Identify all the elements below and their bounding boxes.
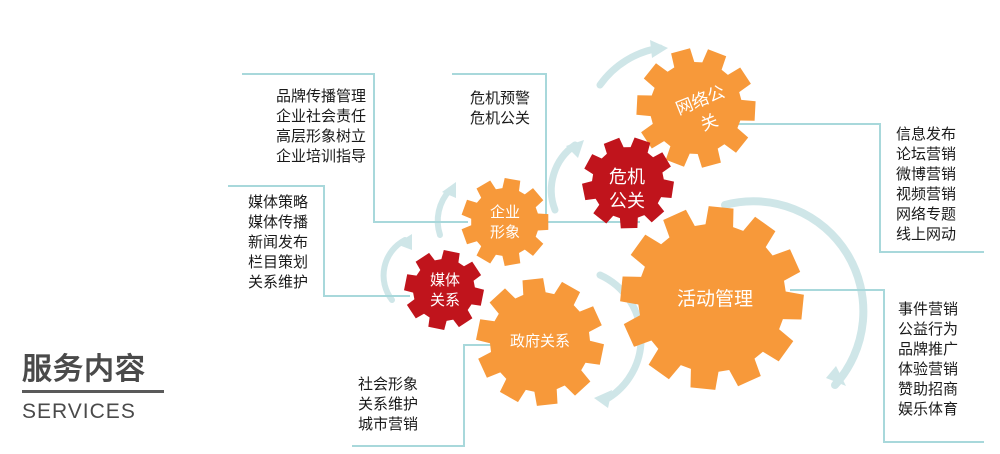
connector-event-management [790,289,984,443]
gear-brand-image [461,178,549,266]
arrow-head-brand [442,182,456,198]
gear-label-gov-relations: 政府关系 [495,331,585,351]
list-item-0: 事件营销 [898,300,959,318]
list-item-1: 企业社会责任 [275,107,366,125]
gear-label-line-1: 公关 [609,191,645,212]
arrow-arc-event [721,197,868,389]
list-item-1: 媒体传播 [247,213,308,231]
gear-event-management [620,206,804,390]
connector-crisis-pr [452,73,640,223]
gear-label-line-1: 关系 [429,291,460,309]
arrow-head-crisis [566,140,584,158]
gear-label-crisis-pr: 危机公关 [597,166,657,214]
gear-label-line-0: 企业 [489,203,520,221]
arrow-arc-media [380,237,408,303]
section-title: 服务内容 [22,352,146,387]
gear-label-line-0: 活动管理 [676,288,753,310]
gear-label-line-0: 政府关系 [509,332,570,350]
list-brand-image: 品牌传播管理企业社会责任高层形象树立企业培训指导 [238,86,366,166]
list-item-0: 品牌传播管理 [275,87,366,105]
gear-label-media-relations: 媒体关系 [420,270,470,310]
list-item-3: 企业培训指导 [275,147,366,165]
list-media-relations: 媒体策略媒体传播新闻发布栏目策划关系维护 [218,192,308,292]
list-item-4: 网络专题 [896,205,957,223]
list-item-4: 关系维护 [247,273,308,291]
arrow-arc-brand [434,187,453,238]
arrow-head-event [826,366,846,386]
gear-crisis-pr [582,137,674,229]
list-item-2: 城市营销 [358,415,419,433]
connector-network-pr [730,123,984,253]
list-event-management: 事件营销公益行为品牌推广体验营销赞助招商娱乐体育 [898,299,988,419]
list-item-2: 微博营销 [896,165,957,183]
list-item-2: 品牌推广 [898,340,959,358]
list-gov-relations: 社会形象关系维护城市营销 [358,374,448,434]
list-item-5: 娱乐体育 [898,400,959,418]
gear-label-event-management: 活动管理 [660,289,770,309]
arrow-head-media [396,234,412,250]
gear-label-line-0: 媒体 [429,271,460,289]
gear-gov-relations [476,278,604,406]
connector-lines [228,73,984,447]
list-item-3: 栏目策划 [247,253,308,271]
list-item-0: 信息发布 [896,125,957,143]
gear-label-brand-image: 企业形象 [480,202,530,242]
list-network-pr: 信息发布论坛营销微博营销视频营销网络专题线上网动 [896,124,986,244]
list-crisis-pr: 危机预警危机公关 [448,88,530,128]
gear-label-line-1: 形象 [489,223,520,241]
title-divider [22,390,164,393]
connector-media-relations [228,185,410,297]
gear-media-relations [404,250,484,330]
list-item-3: 视频营销 [896,185,957,203]
arrow-arc-crisis [547,141,579,214]
arrow-head-network [650,40,668,58]
list-item-1: 论坛营销 [896,145,957,163]
list-item-0: 社会形象 [358,375,419,393]
list-item-3: 体验营销 [898,360,959,378]
arrow-head-gov [594,390,612,408]
list-item-2: 新闻发布 [247,233,308,251]
list-item-0: 媒体策略 [247,193,308,211]
list-item-2: 高层形象树立 [275,127,366,145]
list-item-4: 赞助招商 [898,380,959,398]
gears-group [404,48,804,406]
list-item-5: 线上网动 [896,225,957,243]
list-item-1: 关系维护 [358,395,419,413]
connector-brand-image [242,73,468,223]
section-subtitle: SERVICES [22,400,136,423]
list-item-0: 危机预警 [469,89,530,107]
gear-label-line-0: 危机 [609,167,645,188]
list-item-1: 危机公关 [469,109,530,127]
gear-network-pr [636,48,756,168]
list-item-1: 公益行为 [898,320,959,338]
